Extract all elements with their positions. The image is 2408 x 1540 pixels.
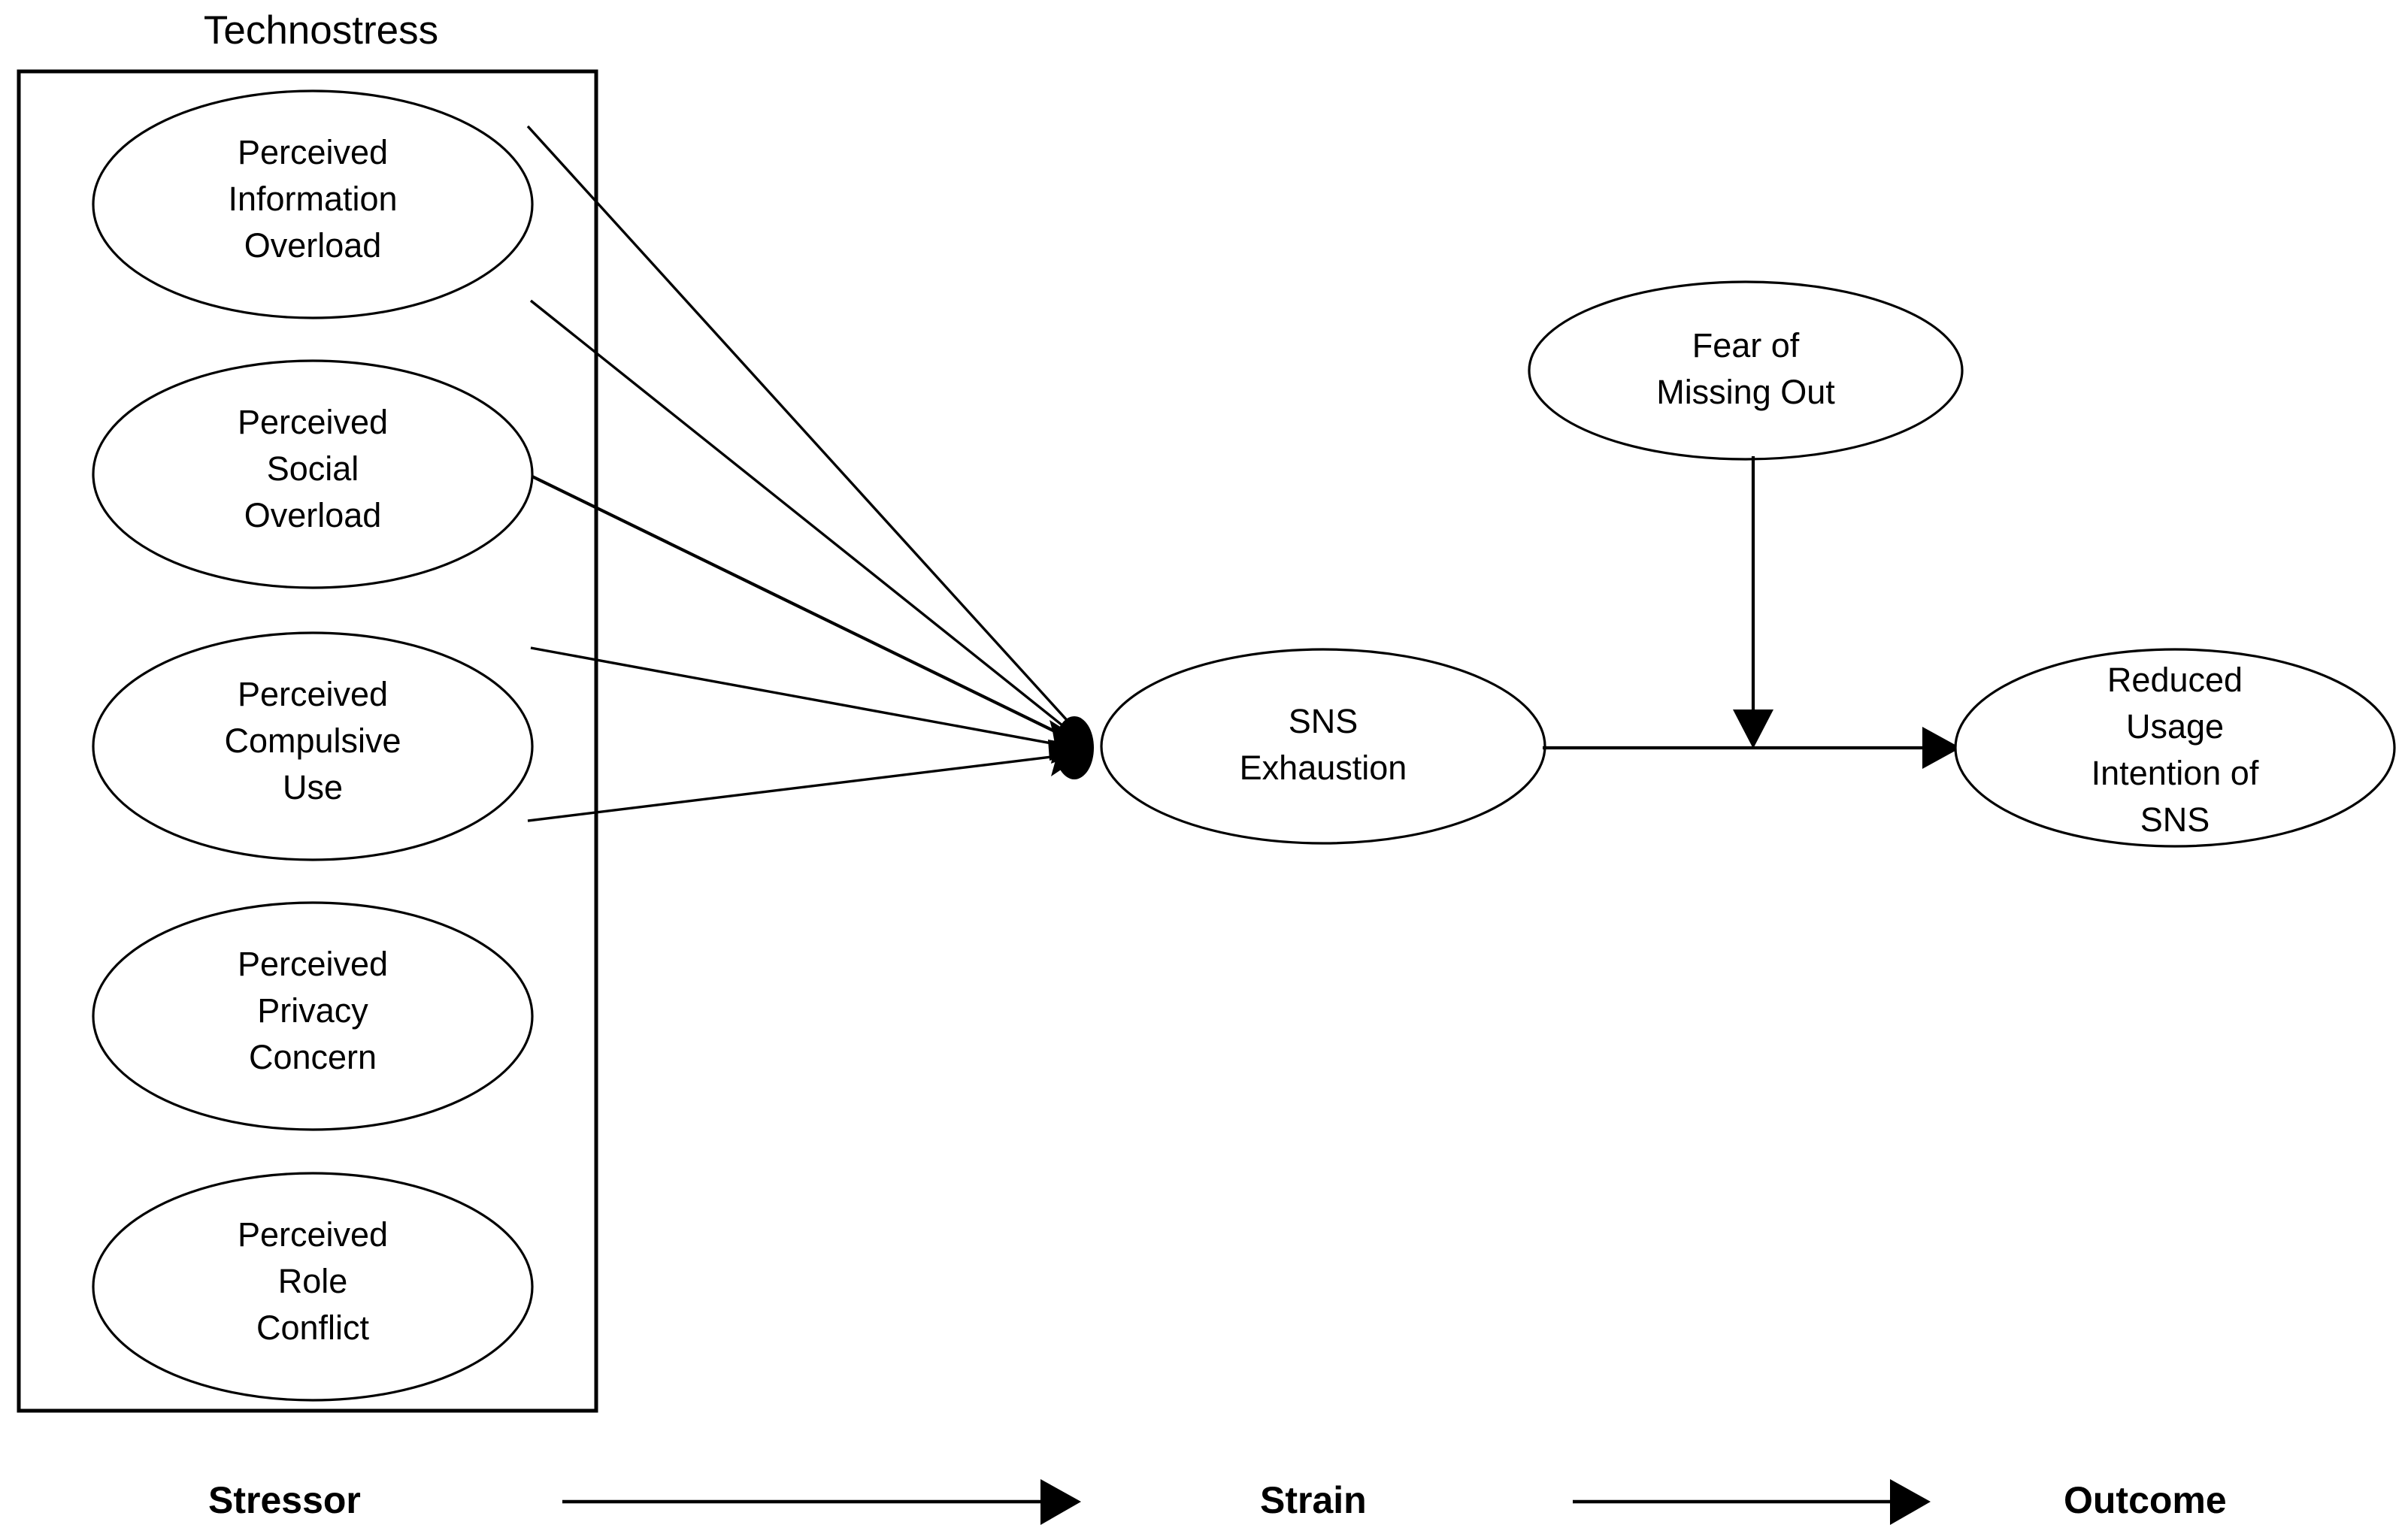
legend-arrowhead-1	[1040, 1479, 1081, 1525]
node-perceived-privacy-concern[interactable]: Perceived Privacy Concern	[92, 901, 534, 1131]
node-label-line-3: Use	[283, 768, 343, 806]
legend-label-stressor: Stressor	[208, 1479, 361, 1521]
arrowhead-reduced-usage	[1922, 727, 1961, 769]
node-label-line-1: Perceived	[238, 945, 388, 983]
node-label-line-2: Usage	[2126, 707, 2224, 746]
legend-arrowhead-2	[1890, 1479, 1931, 1525]
node-label-line-1: SNS	[1289, 702, 1358, 740]
node-label-line-3: Conflict	[256, 1309, 370, 1347]
node-label-line-4: SNS	[2140, 800, 2210, 839]
node-label-line-1: Perceived	[238, 133, 388, 171]
node-sns-exhaustion[interactable]: SNS Exhaustion	[1100, 648, 1546, 845]
node-label-line-1: Reduced	[2107, 661, 2243, 699]
node-label-line-2: Privacy	[257, 991, 368, 1030]
node-label-line-3: Overload	[244, 226, 382, 265]
ellipse-shape	[1954, 648, 2396, 848]
node-perceived-information-overload[interactable]: Perceived Information Overload	[92, 89, 534, 319]
ellipse-shape	[92, 89, 534, 319]
node-label-line-2: Information	[228, 180, 397, 218]
node-label-line-3: Intention of	[2091, 754, 2259, 792]
ellipse-shape	[92, 1172, 534, 1402]
node-label-line-3: Overload	[244, 496, 382, 534]
ellipse-shape	[1100, 648, 1546, 845]
node-label-line-1: Perceived	[238, 403, 388, 441]
node-label-line-2: Social	[267, 449, 359, 488]
legend-label-strain: Strain	[1260, 1479, 1367, 1521]
node-label-line-2: Missing Out	[1656, 373, 1835, 411]
node-perceived-compulsive-use[interactable]: Perceived Compulsive Use	[92, 631, 534, 861]
ellipse-shape	[1528, 280, 1964, 461]
node-label-line-2: Role	[278, 1262, 348, 1300]
ellipse-shape	[92, 359, 534, 589]
group-title-technostress: Technostress	[204, 8, 438, 53]
technostress-group-box	[17, 69, 598, 1413]
link-ppc-to-exhaustion	[530, 646, 1089, 752]
node-fear-of-missing-out[interactable]: Fear of Missing Out	[1528, 280, 1964, 461]
link-prc-to-exhaustion	[527, 751, 1089, 822]
link-pio-to-exhaustion	[526, 125, 1090, 746]
node-label-line-1: Perceived	[238, 1215, 388, 1254]
node-label-line-3: Concern	[249, 1038, 377, 1076]
link-pso-to-exhaustion	[529, 299, 1090, 748]
ellipse-shape	[92, 631, 534, 861]
legend-label-outcome: Outcome	[2064, 1479, 2227, 1521]
ellipse-shape	[92, 901, 534, 1131]
arrowhead-fomo-moderation	[1733, 709, 1773, 749]
link-pcu-to-exhaustion	[530, 474, 1089, 749]
node-perceived-social-overload[interactable]: Perceived Social Overload	[92, 359, 534, 589]
node-reduced-usage-intention-of-sns[interactable]: Reduced Usage Intention of SNS	[1954, 648, 2396, 848]
arrowhead-cluster-exhaustion	[1048, 716, 1094, 779]
node-label-line-2: Exhaustion	[1240, 749, 1407, 787]
node-perceived-role-conflict[interactable]: Perceived Role Conflict	[92, 1172, 534, 1402]
node-label-line-1: Perceived	[238, 675, 388, 713]
node-label-line-1: Fear of	[1692, 326, 1800, 365]
node-label-line-2: Compulsive	[224, 722, 401, 760]
